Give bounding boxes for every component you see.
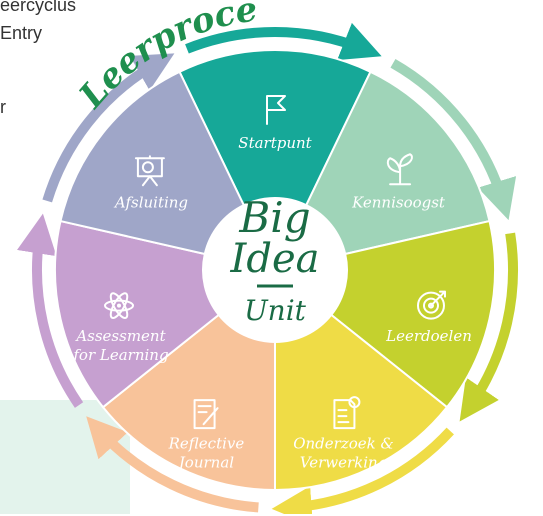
- cycle-arrow-1: [390, 58, 517, 221]
- document-search-icon: [333, 396, 361, 430]
- cycle-arrow-4: [86, 416, 259, 513]
- presentation-icon: [134, 155, 165, 187]
- center-line-1: Big: [238, 193, 310, 242]
- cropped-text-2: Entry: [0, 23, 43, 43]
- segment-label-4-1: Journal: [176, 453, 234, 471]
- segment-label-4-0: Reflective: [168, 434, 245, 452]
- cycle-arrow-2: [459, 232, 518, 422]
- target-icon: [416, 290, 446, 320]
- center-line-3: Unit: [244, 294, 307, 327]
- center-line-2: Idea: [230, 236, 320, 282]
- segment-label-6-0: Afsluiting: [113, 193, 188, 211]
- cycle-arrow-3: [271, 427, 454, 514]
- segment-label-2-0: Leerdoelen: [385, 327, 472, 345]
- cycle-arrow-5: [17, 213, 84, 408]
- segment-label-1-0: Kennisoogst: [351, 193, 446, 211]
- cycle-arrows: [17, 22, 518, 514]
- cycle-arrow-6: [42, 53, 175, 203]
- segment-label-5-1: for Learning: [72, 346, 168, 364]
- flag-icon: [266, 95, 286, 125]
- sprout-icon: [386, 153, 413, 186]
- center-circle: [203, 198, 347, 342]
- cropped-text-1: eercyclus: [0, 0, 77, 15]
- journal-pencil-icon: [193, 399, 219, 430]
- atom-icon: [104, 292, 135, 319]
- segment-label-3-0: Onderzoek &: [293, 434, 394, 452]
- cycle-arrow-0: [185, 22, 382, 61]
- cycle-segments: StartpuntKennisoogstLeerdoelenOnderzoek …: [54, 49, 496, 492]
- cropped-text-3: r: [0, 97, 6, 117]
- segment-label-0-0: Startpunt: [238, 134, 312, 152]
- segment-label-5-0: Assessment: [74, 327, 166, 345]
- segment-label-3-1: Verwerking: [300, 453, 388, 471]
